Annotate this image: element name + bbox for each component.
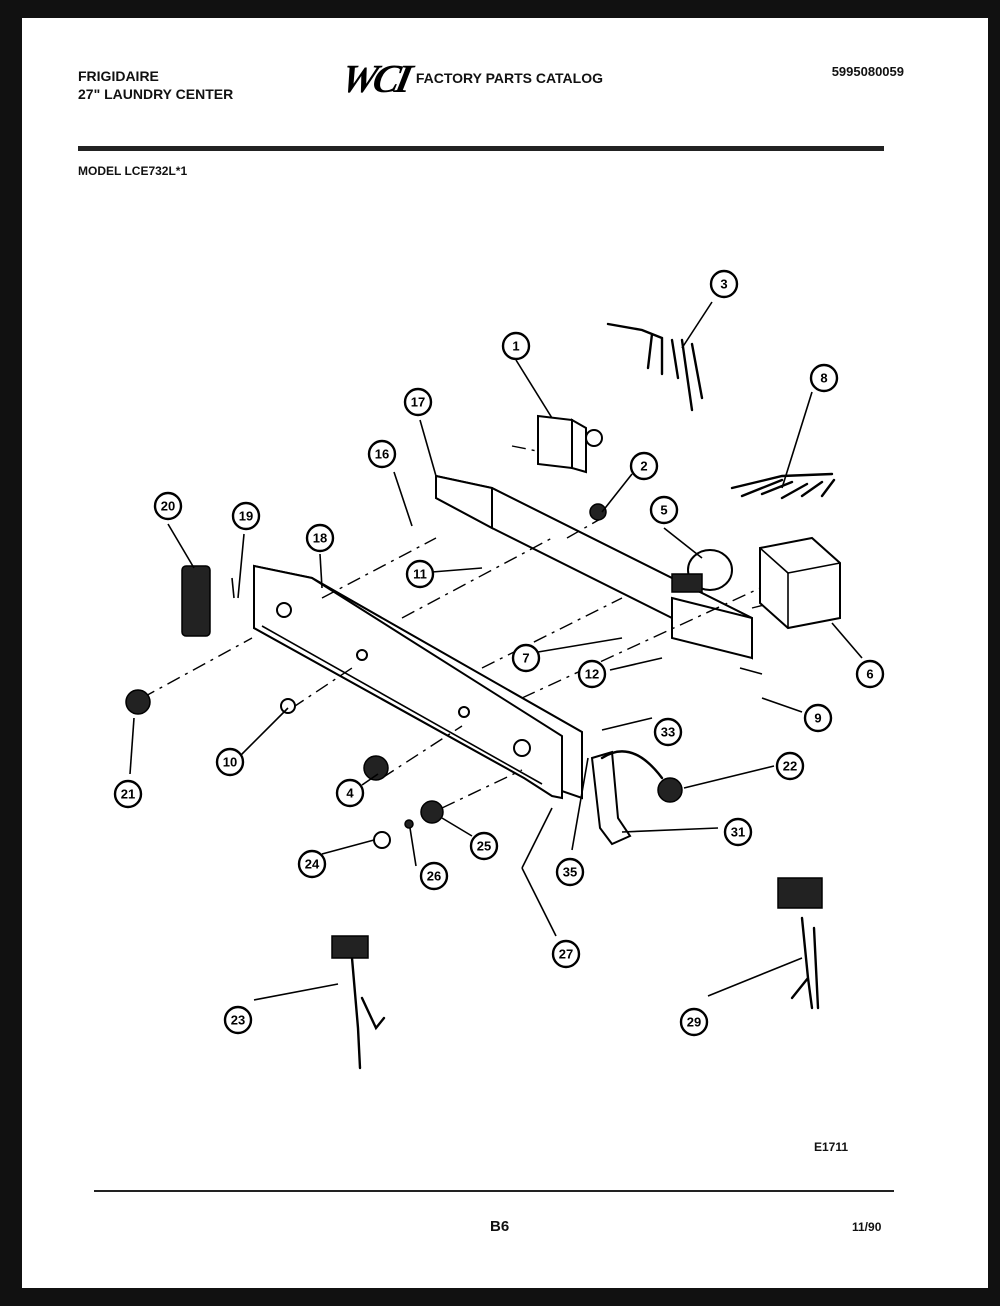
svg-text:26: 26 <box>427 869 441 884</box>
callout-5: 5 <box>649 495 679 525</box>
callout-11: 11 <box>405 559 435 589</box>
callout-6: 6 <box>855 659 885 689</box>
svg-text:16: 16 <box>375 447 389 462</box>
catalog-logo-group: WCI FACTORY PARTS CATALOG <box>337 56 604 101</box>
svg-text:20: 20 <box>161 499 175 514</box>
svg-text:11: 11 <box>413 567 427 582</box>
svg-text:12: 12 <box>585 667 599 682</box>
harness-8 <box>730 472 836 500</box>
callout-10: 10 <box>215 747 245 777</box>
callout-29: 29 <box>679 1007 709 1037</box>
panel-hole-right <box>513 739 531 757</box>
panel-hole-a <box>356 649 368 661</box>
parts-catalog-sheet: FRIGIDAIRE 27" LAUNDRY CENTER WCI FACTOR… <box>22 18 988 1288</box>
svg-text:33: 33 <box>661 725 675 740</box>
callout-8: 8 <box>809 363 839 393</box>
part-24 <box>373 831 391 849</box>
rear-bracket-end <box>671 596 753 660</box>
callout-21: 21 <box>113 779 143 809</box>
svg-text:8: 8 <box>820 371 827 386</box>
svg-text:18: 18 <box>313 531 327 546</box>
svg-text:19: 19 <box>239 509 253 524</box>
callout-25: 25 <box>469 831 499 861</box>
svg-text:7: 7 <box>522 651 529 666</box>
svg-text:1: 1 <box>512 339 519 354</box>
callout-7: 7 <box>511 643 541 673</box>
svg-text:6: 6 <box>866 667 873 682</box>
panel-hole-left <box>276 602 292 618</box>
part-32 <box>657 777 683 803</box>
connector-23 <box>331 935 369 959</box>
panel-hole-b <box>458 706 470 718</box>
svg-text:27: 27 <box>559 947 573 962</box>
callout-16: 16 <box>367 439 397 469</box>
callout-9: 9 <box>803 703 833 733</box>
callout-24: 24 <box>297 849 327 879</box>
svg-text:5: 5 <box>660 503 667 518</box>
svg-text:22: 22 <box>783 759 797 774</box>
callout-18: 18 <box>305 523 335 553</box>
leader-lines <box>129 301 863 1001</box>
callout-2: 2 <box>629 451 659 481</box>
knob-21 <box>125 689 151 715</box>
callout-12: 12 <box>577 659 607 689</box>
product-name: 27" LAUNDRY CENTER <box>78 86 234 102</box>
callout-33: 33 <box>653 717 683 747</box>
catalog-number: 5995080059 <box>831 64 904 79</box>
callout-31: 31 <box>723 817 753 847</box>
switch-20 <box>181 565 211 637</box>
figure-id: E1711 <box>814 1140 849 1154</box>
footer-rule <box>94 1190 894 1192</box>
part-26 <box>404 819 414 829</box>
connector-29 <box>777 877 823 909</box>
part-25 <box>420 800 444 824</box>
knob-2 <box>589 503 607 521</box>
svg-text:23: 23 <box>231 1013 245 1028</box>
callout-17: 17 <box>403 387 433 417</box>
callout-22: 22 <box>775 751 805 781</box>
timer <box>537 414 573 470</box>
harness-23 <box>336 938 386 1070</box>
revision-date: 11/90 <box>852 1220 882 1234</box>
callout-19: 19 <box>231 501 261 531</box>
svg-text:24: 24 <box>305 857 320 872</box>
svg-text:2: 2 <box>640 459 647 474</box>
junction-box <box>759 536 841 630</box>
rear-bracket-face <box>435 474 493 530</box>
svg-text:3: 3 <box>720 277 727 292</box>
callout-23: 23 <box>223 1005 253 1035</box>
callout-3: 3 <box>709 269 739 299</box>
control-panel-front <box>253 564 563 800</box>
svg-text:21: 21 <box>121 787 135 802</box>
brand-name: FRIGIDAIRE <box>78 68 159 84</box>
callout-26: 26 <box>419 861 449 891</box>
callout-27: 27 <box>551 939 581 969</box>
svg-text:31: 31 <box>731 825 745 840</box>
svg-text:35: 35 <box>563 865 577 880</box>
part-10 <box>280 698 296 714</box>
callout-20: 20 <box>153 491 183 521</box>
svg-text:4: 4 <box>346 786 354 801</box>
model-number: MODEL LCE732L*1 <box>78 164 188 178</box>
svg-text:25: 25 <box>477 839 491 854</box>
header-rule <box>78 146 884 151</box>
callout-35: 35 <box>555 857 585 887</box>
page-number: B6 <box>490 1218 510 1235</box>
exploded-parts-diagram: 1 2 3 4 5 6 7 8 9 10 11 12 16 17 18 19 2… <box>113 269 885 1070</box>
catalog-title: FACTORY PARTS CATALOG <box>415 70 604 86</box>
callout-4: 4 <box>335 778 365 808</box>
harness-29 <box>790 916 820 1010</box>
harness-3 <box>606 322 704 412</box>
svg-text:10: 10 <box>223 755 237 770</box>
bracket-31 <box>590 750 632 846</box>
svg-text:29: 29 <box>687 1015 701 1030</box>
callout-1: 1 <box>501 331 531 361</box>
knob-4 <box>363 755 389 781</box>
svg-text:9: 9 <box>814 711 821 726</box>
svg-text:17: 17 <box>411 395 425 410</box>
